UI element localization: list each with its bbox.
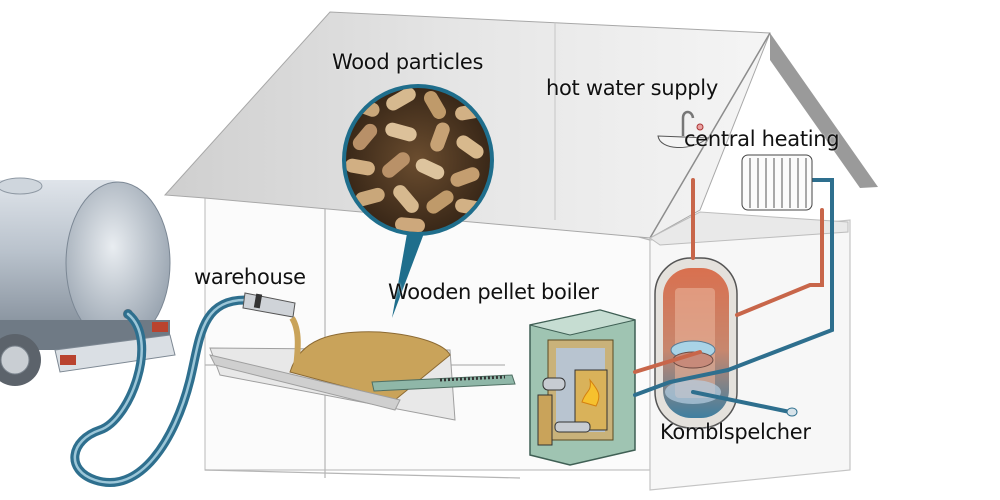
label-central-heating: central heating — [684, 127, 840, 151]
pellet-boiler — [529, 309, 636, 466]
cold-pipe-radiator — [726, 178, 834, 372]
label-hot-water-supply: hot water supply — [546, 76, 718, 100]
radiator — [741, 154, 813, 211]
boiler-return-pipe — [633, 368, 730, 397]
sink — [657, 110, 710, 149]
boiler-flow-pipe — [633, 350, 702, 374]
hose-nozzle — [242, 292, 296, 318]
label-pellet-boiler: Wooden pellet boiler — [388, 280, 599, 304]
cold-water-inlet — [691, 390, 792, 414]
delivery-truck — [0, 177, 176, 386]
label-warehouse: warehouse — [194, 265, 306, 289]
pipes — [633, 178, 834, 417]
hot-pipe-radiator — [735, 208, 824, 317]
house — [204, 197, 851, 491]
combi-storage-tank — [654, 257, 738, 429]
label-combi-storage: Komblspelcher — [660, 420, 811, 444]
label-wood-particles: Wood particles — [332, 50, 484, 74]
feed-auger — [371, 374, 516, 392]
